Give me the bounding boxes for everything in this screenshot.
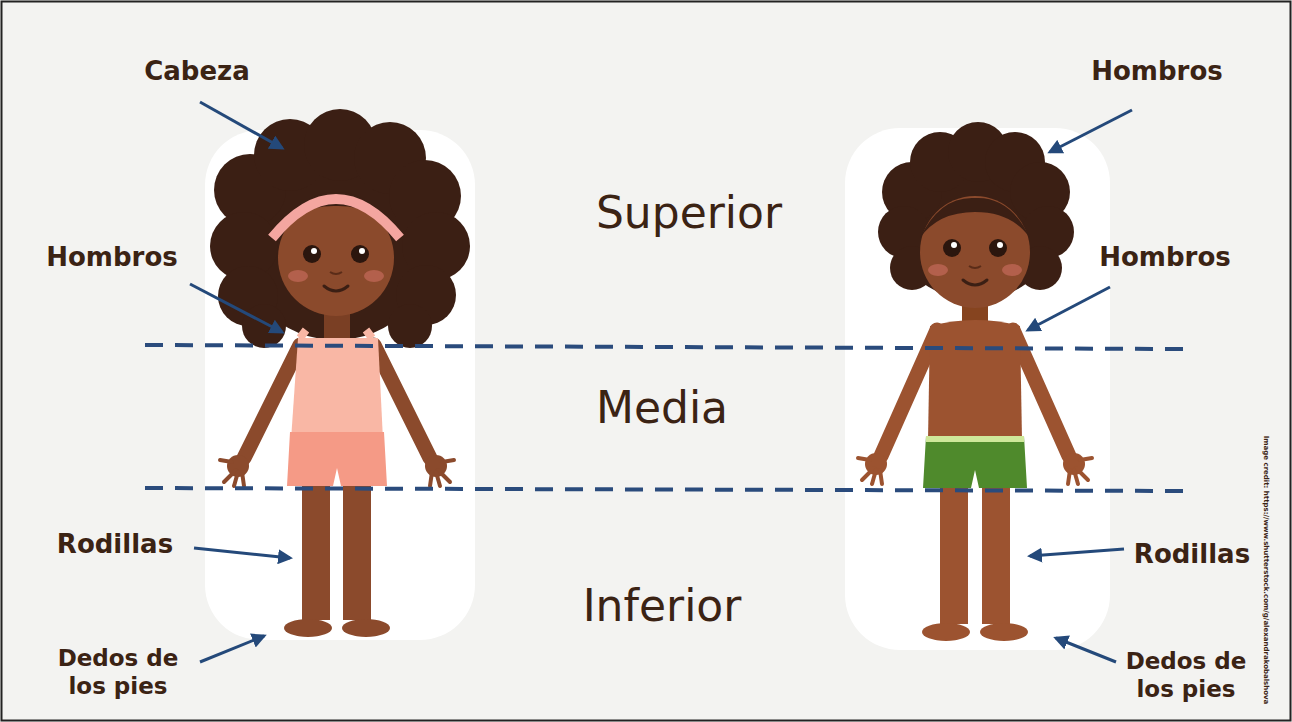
body-part-label: Hombros (1091, 56, 1223, 87)
leader-arrow (190, 284, 282, 332)
body-part-label: Hombros (1099, 242, 1231, 273)
leader-arrow (1056, 638, 1116, 662)
leader-arrow (1050, 110, 1132, 152)
figure-panel (205, 130, 475, 640)
body-part-label: Dedos de los pies (53, 645, 183, 700)
leader-arrow (1030, 549, 1124, 556)
body-part-label: Cabeza (144, 56, 250, 87)
leader-arrow (194, 548, 290, 558)
leader-arrow (1028, 287, 1110, 330)
region-divider (145, 345, 1185, 349)
region-label: Superior (596, 187, 782, 240)
region-label: Inferior (583, 580, 742, 633)
figure-panel (845, 128, 1110, 650)
body-part-label: Rodillas (1134, 539, 1250, 570)
boy-figure (858, 122, 1092, 641)
leader-arrow (200, 636, 264, 662)
region-label: Media (596, 382, 728, 435)
leader-arrow (200, 102, 282, 148)
region-divider (145, 488, 1185, 491)
body-part-label: Rodillas (57, 529, 173, 560)
image-credit: Image credit: https://www.shutterstock.c… (1262, 436, 1270, 705)
body-part-label: Hombros (46, 242, 178, 273)
girl-figure (210, 109, 470, 637)
body-part-label: Dedos de los pies (1121, 648, 1251, 703)
